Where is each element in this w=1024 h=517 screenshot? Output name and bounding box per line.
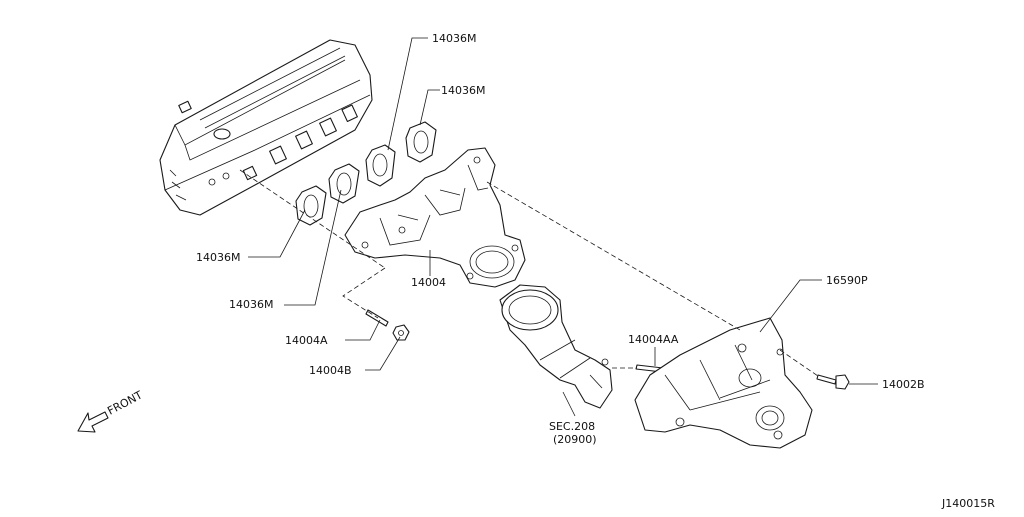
- label-heat-cover: 16590P: [826, 274, 868, 287]
- label-gasket-top-2: 14036M: [441, 84, 485, 97]
- diagram-id: J140015R: [941, 497, 995, 510]
- label-sec-ref-part: (20900): [553, 433, 597, 446]
- label-nut-b: 14004B: [309, 364, 352, 377]
- heat-cover: [634, 317, 813, 449]
- label-gasket-top-1: 14036M: [432, 32, 476, 45]
- leader-lines: [248, 37, 878, 417]
- label-stud-a: 14004A: [285, 334, 328, 347]
- label-gasket-left-1: 14036M: [196, 251, 240, 264]
- label-manifold: 14004: [411, 276, 446, 289]
- front-arrow-icon: [77, 411, 109, 433]
- nut-14004b: [392, 324, 410, 341]
- label-front: FRONT: [105, 388, 145, 417]
- label-gasket-left-2: 14036M: [229, 298, 273, 311]
- cylinder-head: [159, 39, 373, 216]
- assembly-lines: [239, 169, 819, 377]
- label-sec-ref: SEC.208: [549, 420, 595, 433]
- bolt-14002b: [816, 374, 850, 390]
- label-bolt: 14002B: [882, 378, 925, 391]
- catalytic-converter: [499, 284, 613, 409]
- gasket-top-2: [405, 121, 437, 163]
- exhaust-manifold: [344, 147, 526, 288]
- gasket-top-1: [365, 144, 396, 187]
- label-stud-aa: 14004AA: [628, 333, 679, 346]
- gasket-left-2: [328, 163, 360, 204]
